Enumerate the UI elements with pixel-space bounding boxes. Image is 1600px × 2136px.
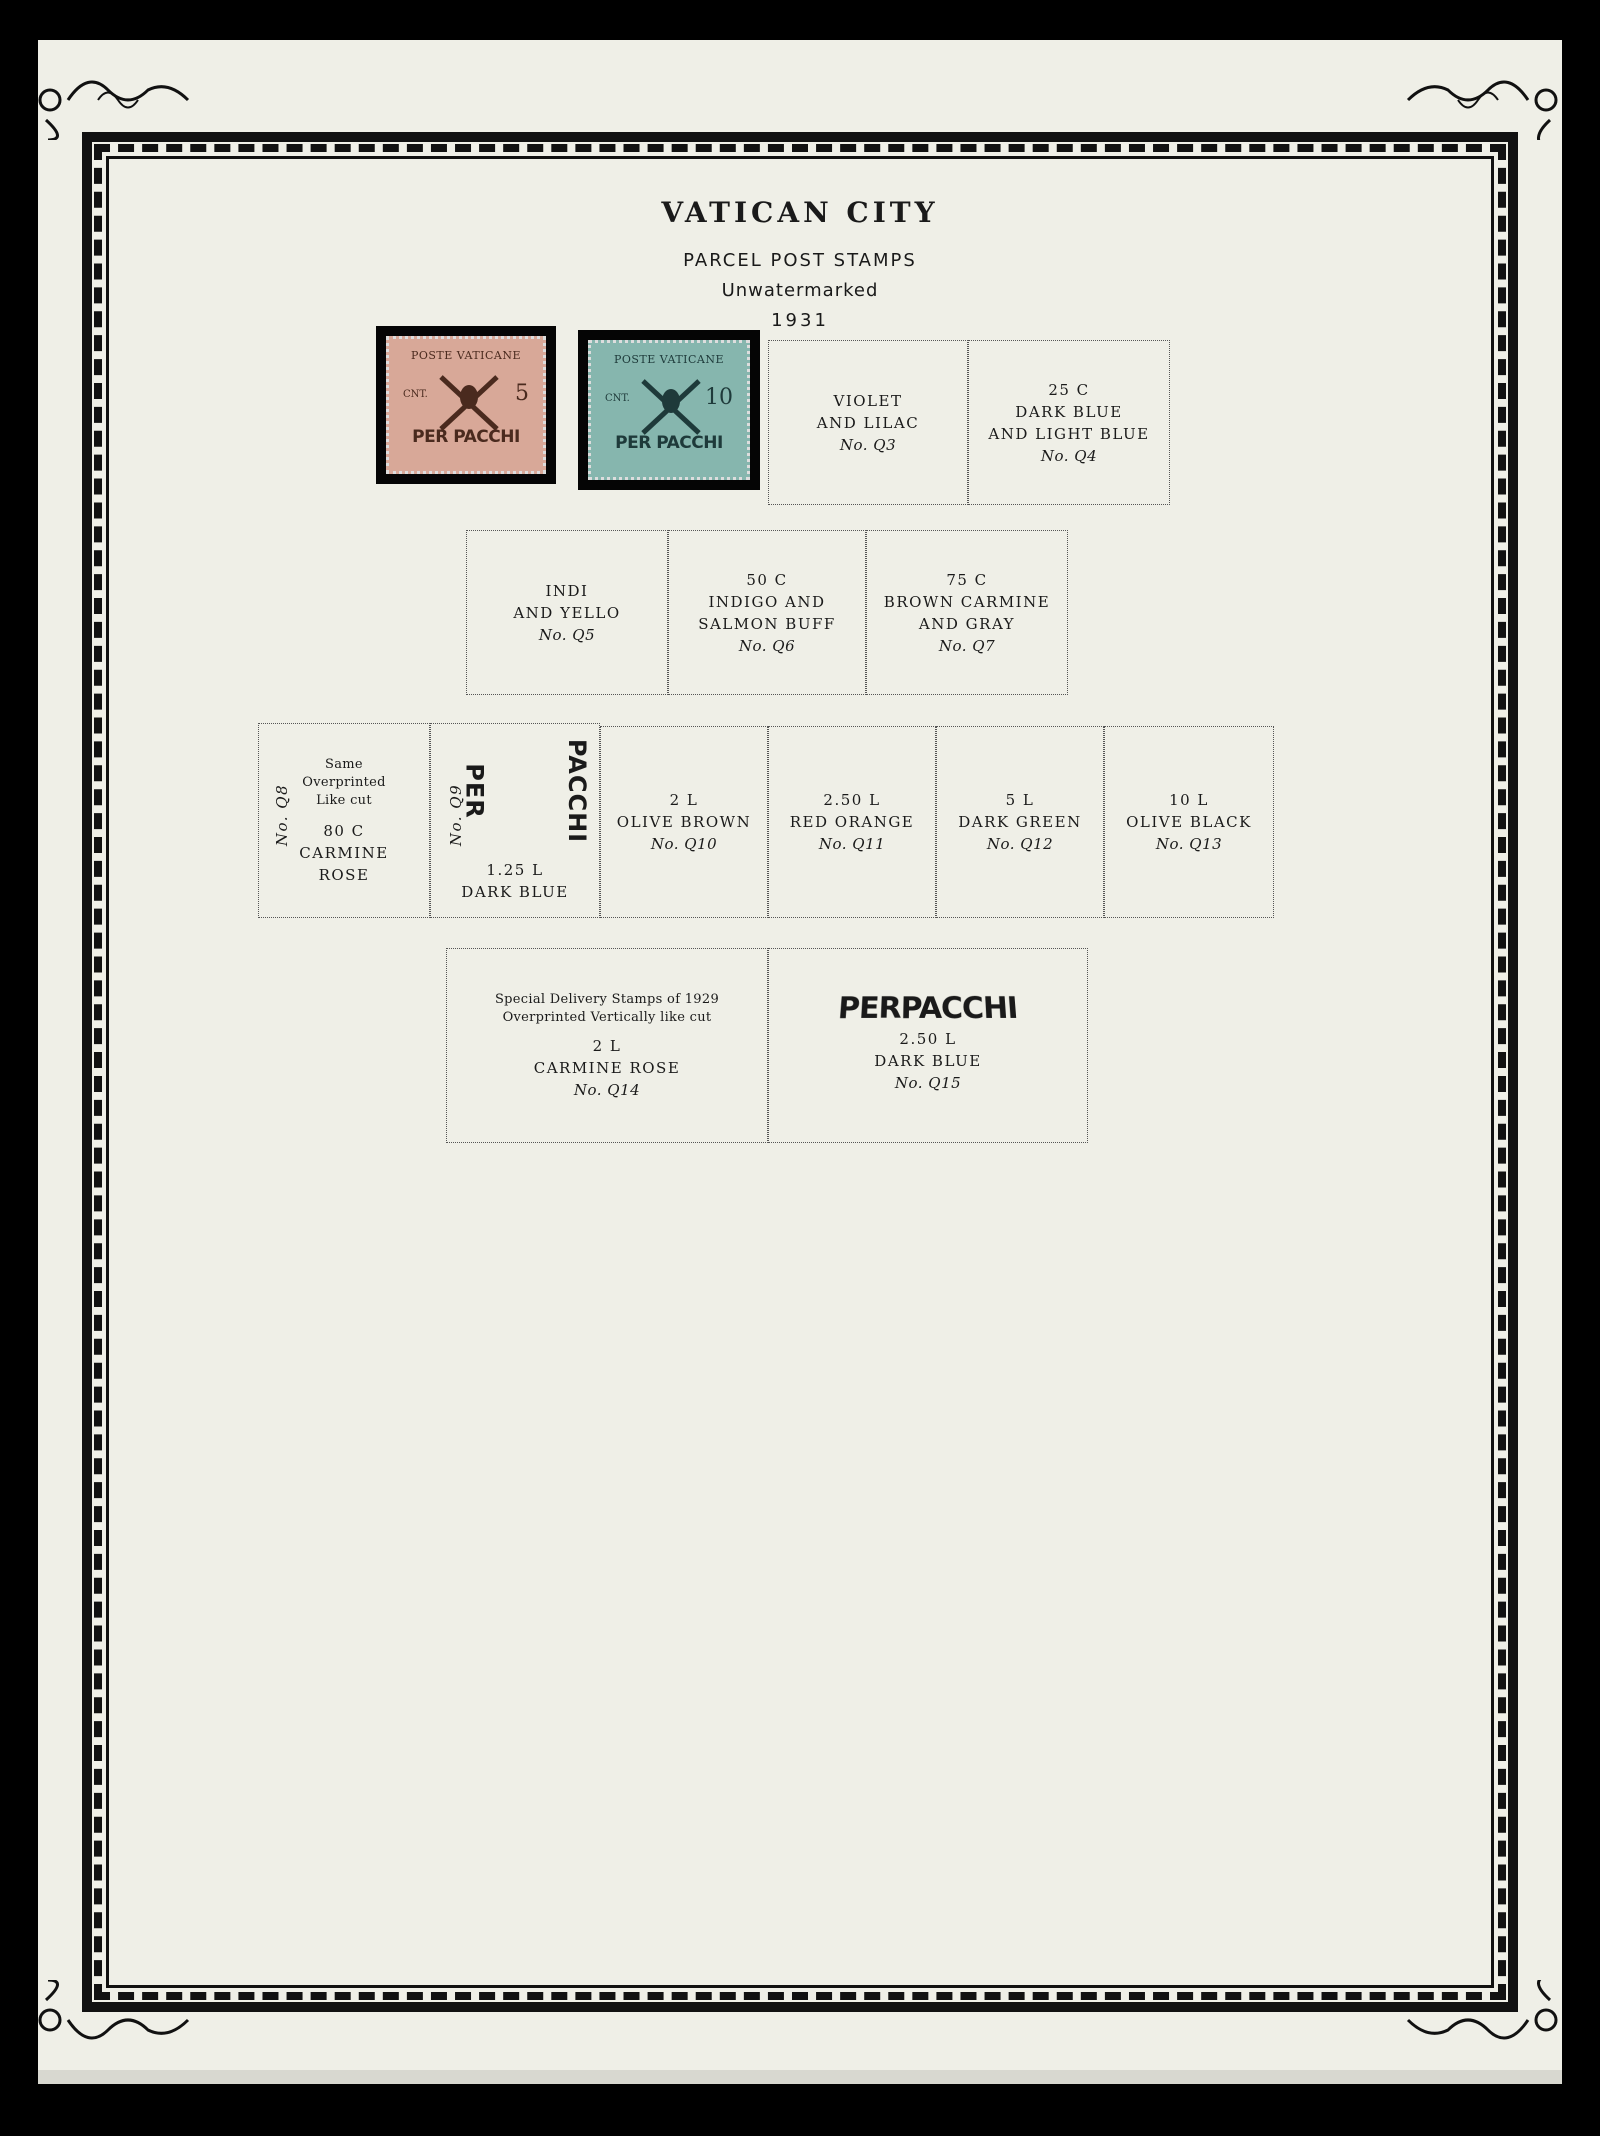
stamp-denomination: 1.25 L	[486, 861, 544, 879]
stamp-color: BROWN CARMINE	[883, 592, 1051, 611]
stamp-color: INDIGO AND	[708, 592, 826, 611]
catalog-number: No. Q5	[538, 625, 596, 644]
stamp-q2-overprint: PER PACCHI	[615, 433, 723, 453]
stamp-color-2: AND LILAC	[816, 413, 920, 432]
stamp-q1-overprint: PER PACCHI	[412, 427, 520, 447]
stamp-q1-face: POSTE VATICANE CNT. 5 PER PACCHI	[397, 347, 535, 463]
stamp-space-q14[interactable]: Special Delivery Stamps of 1929 Overprin…	[446, 948, 768, 1143]
stamp-space-q10[interactable]: 2 L OLIVE BROWN No. Q10	[600, 726, 768, 918]
stamp-color-2: AND GRAY	[918, 614, 1016, 633]
stamp-color: INDI	[545, 581, 589, 600]
section-title: PARCEL POST STAMPS	[683, 250, 917, 271]
corner-ornament-top-left	[38, 80, 190, 140]
watermark-note: Unwatermarked	[721, 280, 879, 301]
overprint-cut-pacchi: PACCHI	[563, 738, 592, 844]
stamp-color: CARMINE	[299, 843, 389, 862]
page-border-outer	[82, 132, 1518, 2012]
stamp-space-q7[interactable]: 75 C BROWN CARMINE AND GRAY No. Q7	[866, 530, 1068, 695]
stamp-space-q15[interactable]: PERPACCHI 2.50 L DARK BLUE No. Q15	[768, 948, 1088, 1143]
stamp-color-2: ROSE	[318, 865, 370, 884]
stamp-color: DARK BLUE	[874, 1051, 982, 1070]
stamp-space-q8[interactable]: No. Q8 Same Overprinted Like cut 80 C CA…	[258, 723, 430, 918]
catalog-number: No. Q3	[839, 435, 897, 454]
stamp-color: VIOLET	[833, 391, 903, 410]
page-border-inner	[106, 156, 1494, 1988]
stamp-color: OLIVE BLACK	[1126, 813, 1252, 831]
stamp-q1[interactable]: POSTE VATICANE CNT. 5 PER PACCHI	[386, 336, 546, 474]
overprint-cut-per: PER	[460, 763, 489, 819]
crossed-keys-icon	[641, 379, 701, 435]
stamp-color: OLIVE BROWN	[616, 813, 752, 831]
stamp-q2-value: 10	[705, 385, 733, 410]
stamp-denomination: 10 L	[1169, 791, 1209, 809]
catalog-number: No. Q4	[1040, 446, 1098, 465]
catalog-number: No. Q8	[273, 783, 292, 847]
stamp-q2[interactable]: POSTE VATICANE CNT. 10 PER PACCHI	[588, 340, 750, 480]
stamp-q2-face: POSTE VATICANE CNT. 10 PER PACCHI	[599, 351, 739, 469]
catalog-number: No. Q7	[938, 636, 996, 655]
album-page: VATICAN CITY PARCEL POST STAMPS Unwaterm…	[38, 40, 1562, 2080]
stamp-space-q9[interactable]: No. Q9 PER PACCHI 1.25 L DARK BLUE	[430, 723, 600, 918]
stamp-q1-inscription: POSTE VATICANE	[410, 349, 522, 362]
stamp-q1-value: 5	[515, 381, 529, 406]
catalog-number: No. Q11	[818, 835, 886, 853]
overprint-note-1: Same	[325, 756, 363, 772]
overprint-cut: PERPACCHI	[836, 991, 1020, 1026]
catalog-number: No. Q13	[1155, 835, 1223, 853]
overprint-note-1: Special Delivery Stamps of 1929	[494, 991, 720, 1007]
stamp-color: DARK GREEN	[958, 813, 1082, 831]
stamp-space-q6[interactable]: 50 C INDIGO AND SALMON BUFF No. Q6	[668, 530, 866, 695]
stamp-space-q3[interactable]: VIOLET AND LILAC No. Q3	[768, 340, 968, 505]
corner-ornament-bottom-left	[38, 1980, 190, 2040]
stamp-color: DARK BLUE	[1015, 402, 1123, 421]
stamp-space-q4[interactable]: 25 C DARK BLUE AND LIGHT BLUE No. Q4	[968, 340, 1170, 505]
stamp-color-2: AND YELLO	[513, 603, 621, 622]
stamp-color-2: AND LIGHT BLUE	[988, 424, 1150, 443]
overprint-note-2: Overprinted	[302, 774, 386, 790]
stamp-color: RED ORANGE	[789, 813, 915, 831]
page-edge	[38, 2070, 1562, 2084]
stamp-color-2: SALMON BUFF	[698, 614, 836, 633]
stamp-denomination: 2 L	[669, 791, 699, 809]
page-border-zigzag	[94, 144, 1506, 2000]
stamp-denomination: 2.50 L	[899, 1029, 957, 1048]
catalog-number: No. Q6	[738, 636, 796, 655]
corner-ornament-bottom-right	[1406, 1980, 1558, 2040]
catalog-number: No. Q14	[573, 1080, 641, 1099]
catalog-number: No. Q12	[986, 835, 1054, 853]
stamp-q1-currency: CNT.	[403, 389, 428, 400]
stamp-denomination: 2 L	[592, 1036, 622, 1055]
stamp-color: DARK BLUE	[461, 883, 569, 901]
stamp-denomination: 75 C	[946, 570, 988, 589]
issue-year: 1931	[771, 310, 829, 331]
stamp-space-q12[interactable]: 5 L DARK GREEN No. Q12	[936, 726, 1104, 918]
corner-ornament-top-right	[1406, 80, 1558, 140]
stamp-q2-inscription: POSTE VATICANE	[613, 353, 725, 366]
stamp-denomination: 25 C	[1048, 380, 1090, 399]
crossed-keys-icon	[439, 375, 499, 431]
catalog-number: No. Q15	[894, 1073, 962, 1092]
stamp-denomination: 5 L	[1005, 791, 1035, 809]
overprint-note-2: Overprinted Vertically like cut	[502, 1009, 712, 1025]
stamp-q2-currency: CNT.	[605, 393, 630, 404]
page-title: VATICAN CITY	[661, 196, 939, 229]
stamp-denomination: 50 C	[746, 570, 788, 589]
stamp-space-q5[interactable]: INDI AND YELLO No. Q5	[466, 530, 668, 695]
stamp-color: CARMINE ROSE	[533, 1058, 681, 1077]
overprint-note-3: Like cut	[316, 792, 372, 808]
stamp-space-q11[interactable]: 2.50 L RED ORANGE No. Q11	[768, 726, 936, 918]
stamp-denomination: 80 C	[323, 821, 365, 840]
stamp-space-q13[interactable]: 10 L OLIVE BLACK No. Q13	[1104, 726, 1274, 918]
catalog-number: No. Q10	[650, 835, 718, 853]
stamp-denomination: 2.50 L	[823, 791, 881, 809]
